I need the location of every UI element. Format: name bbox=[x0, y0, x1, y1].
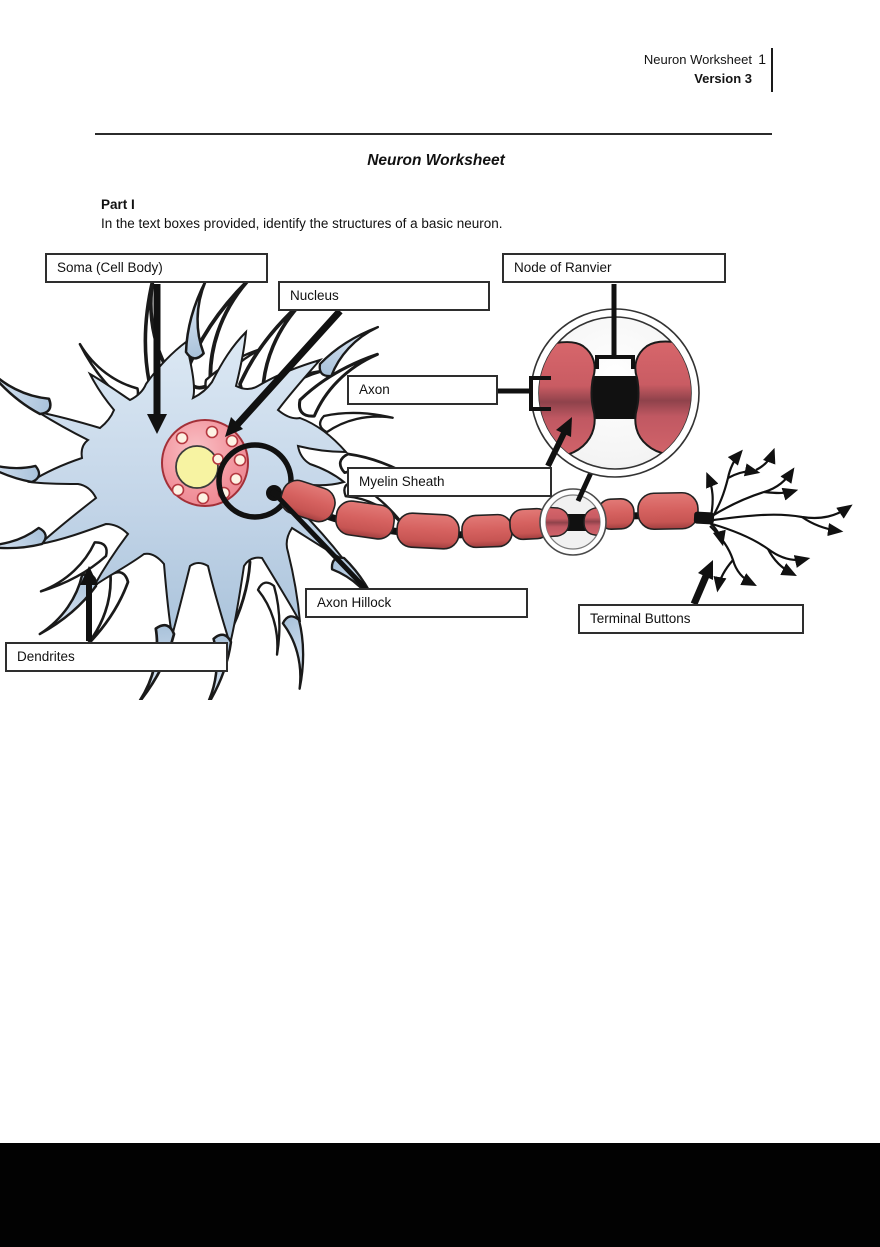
header-vertical-rule bbox=[771, 48, 773, 92]
label-text-dendrites: Dendrites bbox=[17, 649, 75, 664]
label-arrow-dendrites bbox=[80, 566, 98, 641]
label-box-nucleus[interactable]: Nucleus bbox=[278, 281, 490, 311]
node-of-ranvier-inset bbox=[530, 308, 700, 478]
page-number: 1 bbox=[758, 51, 766, 67]
header-doc-title: Neuron Worksheet bbox=[643, 52, 752, 67]
footer-black-band bbox=[0, 1143, 880, 1247]
label-text-soma: Soma (Cell Body) bbox=[57, 260, 163, 275]
part-instruction: In the text boxes provided, identify the… bbox=[101, 216, 503, 231]
label-box-terminal-buttons[interactable]: Terminal Buttons bbox=[578, 604, 804, 634]
label-arrow-nucleus bbox=[225, 308, 343, 437]
label-text-axon-hillock: Axon Hillock bbox=[317, 595, 392, 610]
label-text-axon: Axon bbox=[359, 382, 390, 397]
header-horizontal-rule bbox=[95, 133, 772, 135]
axon-node-mini-circle bbox=[539, 488, 607, 556]
label-box-axon-hillock[interactable]: Axon Hillock bbox=[305, 588, 528, 618]
axon-illustration bbox=[270, 479, 715, 550]
nucleus-illustration bbox=[161, 419, 249, 507]
terminal-branches-illustration bbox=[706, 447, 853, 593]
label-box-axon[interactable]: Axon bbox=[347, 375, 498, 405]
label-text-myelin-sheath: Myelin Sheath bbox=[359, 474, 445, 489]
label-connector-node-of-ranvier bbox=[595, 284, 635, 369]
label-box-node-of-ranvier[interactable]: Node of Ranvier bbox=[502, 253, 726, 283]
label-box-myelin-sheath[interactable]: Myelin Sheath bbox=[347, 467, 552, 497]
label-arrow-myelin-sheath bbox=[545, 417, 572, 468]
label-arrow-soma bbox=[147, 284, 167, 434]
page-header: Neuron Worksheet Version 3 bbox=[644, 50, 752, 88]
label-text-terminal-buttons: Terminal Buttons bbox=[590, 611, 691, 626]
neuron-diagram bbox=[0, 275, 853, 700]
label-connector-axon bbox=[498, 376, 551, 411]
label-box-soma[interactable]: Soma (Cell Body) bbox=[45, 253, 268, 283]
worksheet-title: Neuron Worksheet bbox=[367, 152, 505, 169]
label-text-node-of-ranvier: Node of Ranvier bbox=[514, 260, 612, 275]
label-text-nucleus: Nucleus bbox=[290, 288, 339, 303]
label-connector-axon-hillock bbox=[274, 493, 368, 591]
header-version: Version 3 bbox=[694, 71, 752, 86]
label-box-dendrites[interactable]: Dendrites bbox=[5, 642, 228, 672]
part-heading: Part I bbox=[101, 197, 135, 212]
label-arrow-terminal-buttons bbox=[690, 560, 713, 606]
